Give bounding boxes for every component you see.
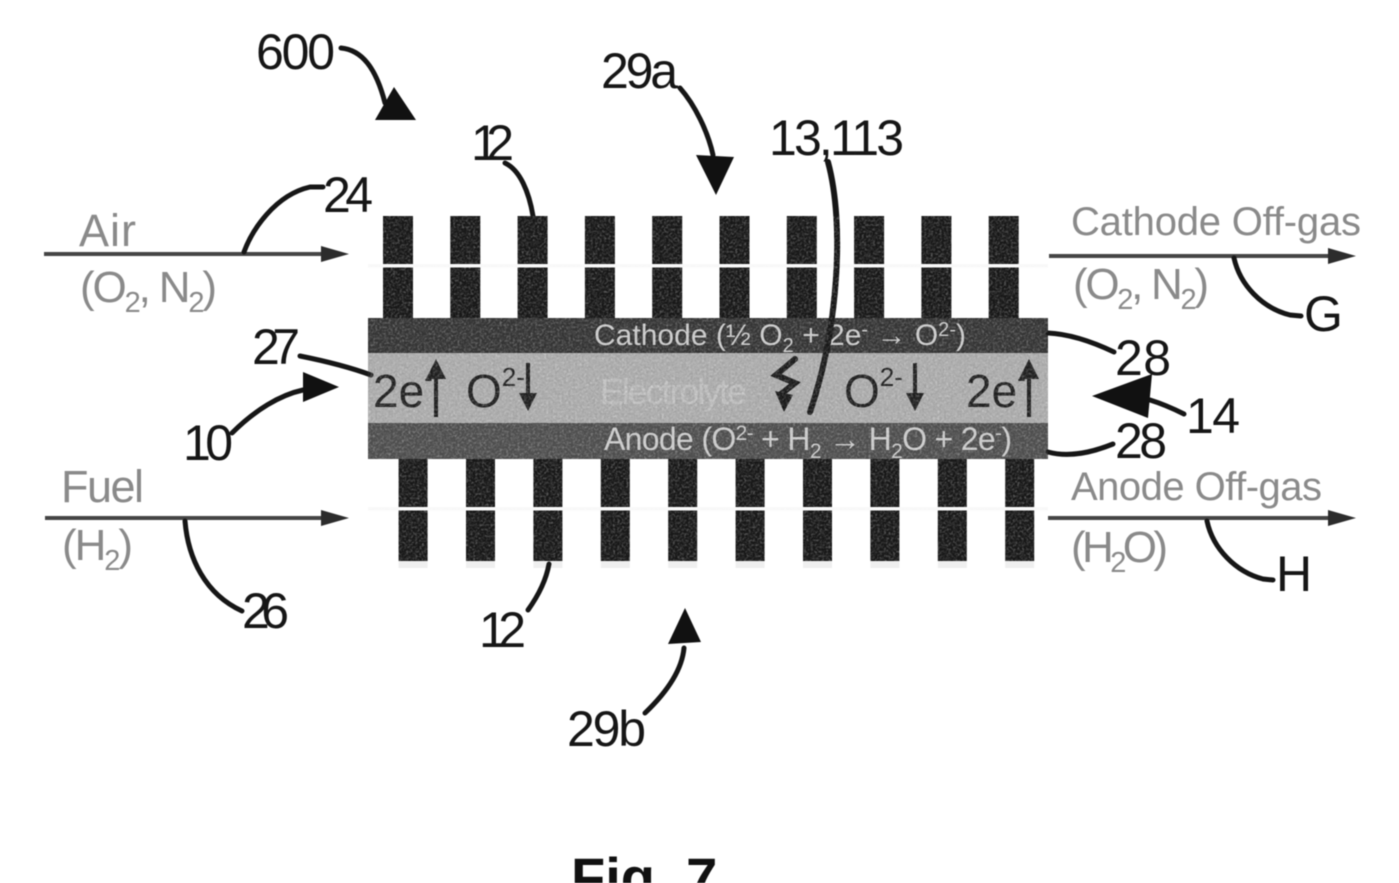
svg-text:10: 10: [183, 415, 233, 471]
svg-text:G: G: [1304, 286, 1343, 342]
svg-text:(H2): (H2): [62, 521, 133, 577]
svg-text:24: 24: [323, 167, 373, 223]
svg-text:14: 14: [1186, 388, 1240, 444]
svg-text:(H2O): (H2O): [1071, 523, 1168, 579]
svg-text:(O2, N2): (O2, N2): [1073, 260, 1209, 316]
svg-text:Fuel: Fuel: [61, 461, 144, 512]
svg-text:27: 27: [252, 319, 300, 375]
svg-text:Fig. 7: Fig. 7: [571, 846, 717, 883]
svg-text:Cathode Off-gas: Cathode Off-gas: [1071, 200, 1361, 244]
svg-text:600: 600: [256, 24, 335, 80]
svg-text:26: 26: [242, 583, 289, 639]
svg-text:29b: 29b: [567, 701, 646, 757]
svg-text:Anode Off-gas: Anode Off-gas: [1071, 465, 1322, 509]
svg-text:13,113: 13,113: [769, 110, 904, 166]
svg-text:28: 28: [1115, 413, 1167, 469]
svg-text:H: H: [1276, 546, 1312, 602]
svg-text:(O2, N2): (O2, N2): [80, 263, 217, 319]
svg-text:28: 28: [1115, 330, 1171, 386]
svg-text:29a: 29a: [601, 43, 678, 99]
svg-text:Air: Air: [79, 205, 136, 256]
svg-text:12: 12: [479, 602, 526, 658]
